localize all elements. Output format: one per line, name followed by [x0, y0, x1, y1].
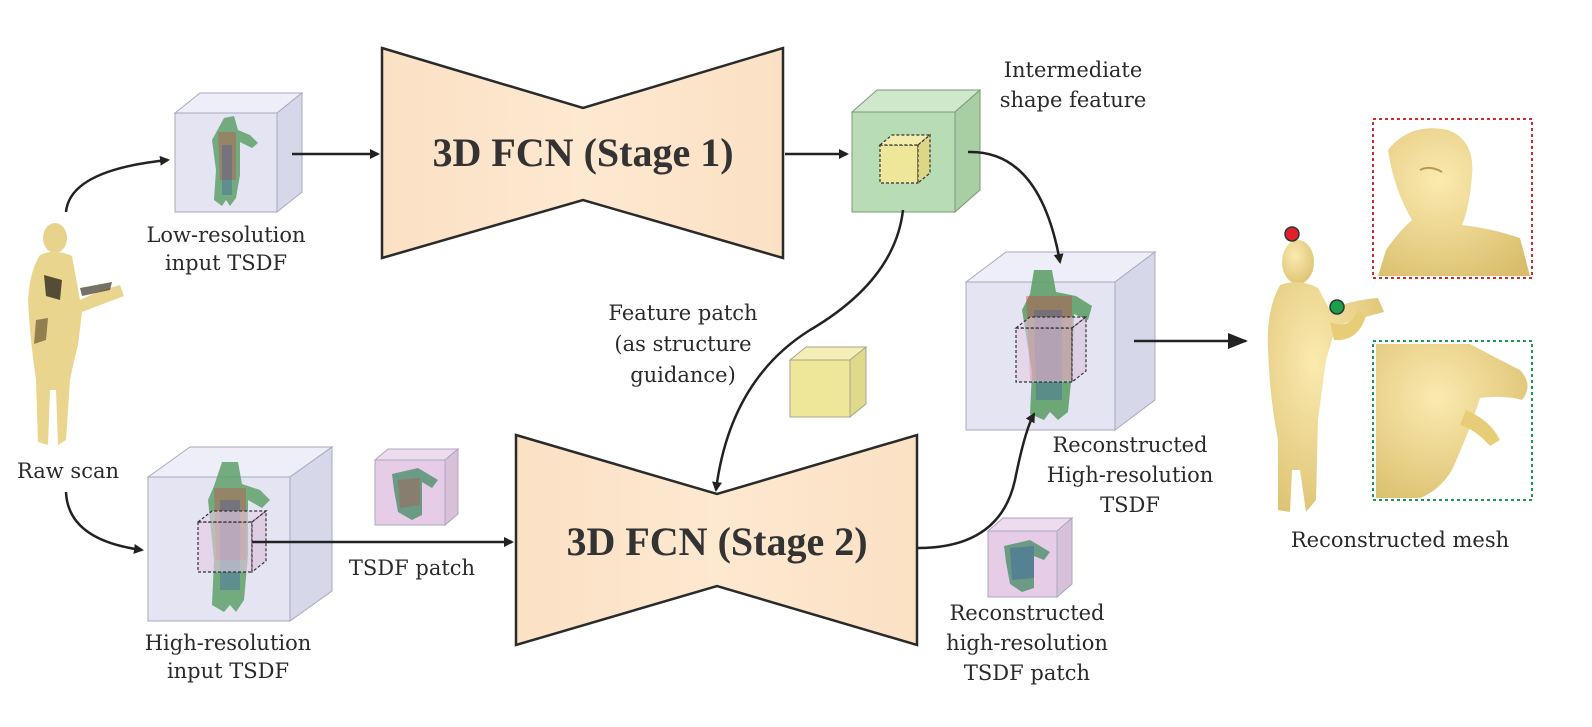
recon-tsdf-label-line2: High-resolution [1047, 463, 1214, 487]
recon-tsdf-label-line1: Reconstructed [1052, 433, 1207, 457]
recon-patch-label-line3: TSDF patch [964, 661, 1090, 685]
high-res-label-line1: High-resolution [145, 631, 312, 655]
feature-patch-label-line2: (as structure [614, 332, 751, 356]
recon-mesh-figure [1267, 226, 1384, 512]
feature-patch-label-line1: Feature patch [608, 301, 757, 325]
recon-patch-box [1014, 315, 1088, 384]
low-res-label-line1: Low-resolution [146, 223, 305, 247]
head-marker-red [1284, 226, 1300, 242]
arrows [64, 149, 1248, 554]
tsdf-patch-cube [373, 447, 460, 527]
intermediate-feature-cube [850, 88, 982, 214]
hand-marker-green [1329, 299, 1345, 315]
fcn-stage2-block [514, 433, 919, 647]
recon-patch-label-line1: Reconstructed [949, 601, 1104, 625]
high-res-label-line2: input TSDF [167, 659, 289, 683]
intermediate-label-line2: shape feature [1000, 88, 1147, 112]
high-res-input-cube [146, 446, 334, 622]
recon-tsdf-label-line3: TSDF [1100, 493, 1160, 517]
fcn-stage1-title: 3D FCN (Stage 1) [432, 130, 733, 175]
raw-scan-figure [28, 223, 124, 445]
recon-highres-cube [964, 251, 1157, 431]
feature-patch-label-line3: guidance) [630, 363, 736, 387]
feature-patch-box [878, 133, 932, 185]
zoom-head-box [1372, 118, 1533, 279]
fcn-stage1-block [380, 46, 785, 260]
fcn-stage2-title: 3D FCN (Stage 2) [566, 519, 867, 564]
recon-patch-label-line2: high-resolution [946, 631, 1108, 655]
tsdf-patch-label: TSDF patch [349, 556, 475, 580]
low-res-label-line2: input TSDF [165, 251, 287, 275]
zoom-hand-box [1372, 340, 1533, 501]
recon-mesh-label: Reconstructed mesh [1291, 528, 1509, 552]
low-res-point-figure [212, 116, 258, 206]
raw-scan-label: Raw scan [17, 459, 119, 483]
low-res-input-cube [173, 91, 304, 214]
feature-patch-cube [788, 345, 868, 419]
recon-tsdf-patch-cube [986, 516, 1074, 599]
intermediate-label-line1: Intermediate [1004, 58, 1143, 82]
